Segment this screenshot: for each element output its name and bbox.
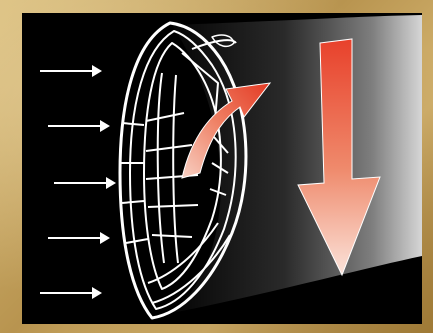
airflow-arrow-icon	[40, 65, 102, 77]
airflow-arrows	[40, 65, 116, 299]
airflow-arrow-icon	[48, 232, 110, 244]
airflow-arrow-icon	[40, 287, 102, 299]
airflow-arrow-icon	[48, 120, 110, 132]
diagram-canvas	[22, 13, 422, 324]
wing-surface	[172, 15, 422, 313]
airflow-arrow-icon	[54, 177, 116, 189]
diagram-panel	[22, 13, 422, 324]
